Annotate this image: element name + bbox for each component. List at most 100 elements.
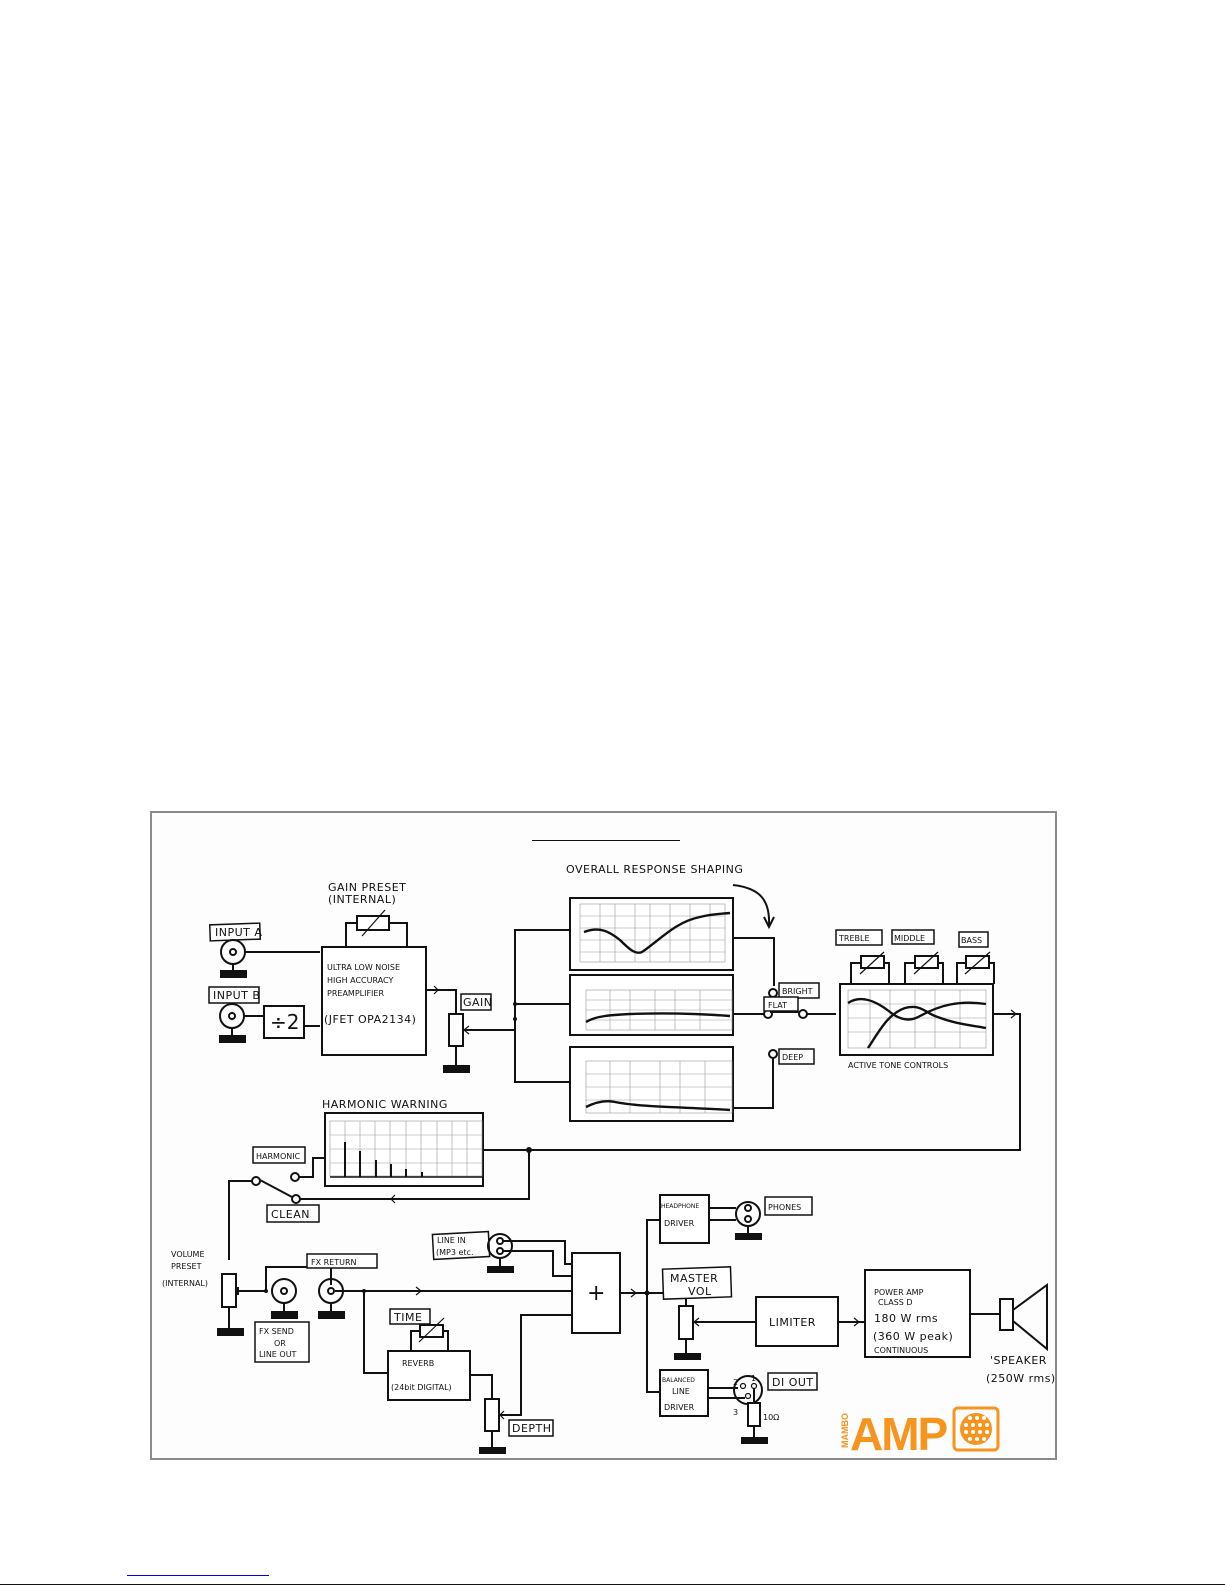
gain-preset-label: GAIN PRESET <box>328 881 406 894</box>
preamp-block: ULTRA LOW NOISE HIGH ACCURACY PREAMPLIFI… <box>321 946 457 1056</box>
deep-label: DEEP <box>782 1053 803 1062</box>
speaker-icon <box>999 1298 1014 1331</box>
ground-icon <box>487 1266 514 1273</box>
speaker-rating-label: (250W rms) <box>986 1372 1056 1385</box>
reverb-section: TIME REVERB (24bit DIGITAL) DEPTH <box>363 1291 572 1454</box>
line-out-label: LINE OUT <box>259 1350 297 1359</box>
ground-icon <box>735 1233 762 1240</box>
bass-pot-icon <box>965 955 990 969</box>
input-a-label: INPUT A <box>215 926 262 939</box>
bass-label: BASS <box>961 936 982 945</box>
preamp-line-2: HIGH ACCURACY <box>327 976 394 985</box>
driver-label: DRIVER <box>664 1403 695 1412</box>
harmonic-warning-label: HARMONIC WARNING <box>322 1098 448 1111</box>
footer-link-underline[interactable] <box>127 1575 269 1576</box>
phones-label: PHONES <box>768 1203 801 1212</box>
arrow-icon <box>732 884 771 926</box>
clean-label: CLEAN <box>271 1208 310 1221</box>
fx-send-or-label: OR <box>274 1339 286 1348</box>
resistor-label: 10Ω <box>763 1413 779 1422</box>
limiter-block: LIMITER <box>755 1296 865 1347</box>
clean-switch: CLEAN <box>228 1176 320 1260</box>
power-amp-block: POWER AMP CLASS D 180 W rms (360 W peak)… <box>864 1269 1000 1358</box>
limiter-label: LIMITER <box>769 1316 816 1329</box>
title-underline <box>532 840 680 841</box>
time-pot-icon <box>419 1324 444 1338</box>
ground-icon <box>479 1447 506 1454</box>
harmonic-label: HARMONIC <box>256 1152 301 1161</box>
headphone-driver-label: DRIVER <box>664 1219 695 1228</box>
resistor-icon <box>747 1402 761 1427</box>
xlr-pin-1: 1 <box>751 1374 756 1383</box>
volume-preset-label: VOLUME <box>171 1250 205 1259</box>
headphone-label: HEADPHONE <box>661 1203 699 1210</box>
harmonic-warning: HARMONIC WARNING HARMONIC <box>252 1098 532 1204</box>
xlr-pin-3: 3 <box>733 1408 738 1417</box>
master-volume: MASTER VOL <box>661 1266 756 1360</box>
mixer-label: + <box>587 1281 605 1306</box>
power-amp-rms-label: 180 W rms <box>874 1312 938 1325</box>
mixer-block: + <box>571 1252 650 1334</box>
preamp-line-4: (JFET OPA2134) <box>324 1013 416 1026</box>
input-b-label: INPUT B <box>213 989 260 1002</box>
ground-icon <box>318 1311 345 1319</box>
ground-icon <box>220 970 247 978</box>
depth-label: DEPTH <box>512 1422 552 1435</box>
ground-icon <box>741 1437 768 1444</box>
volume-preset-label-2: PRESET <box>171 1262 202 1271</box>
gain-pot: GAIN <box>443 993 515 1073</box>
di-out-label: DI OUT <box>772 1376 814 1389</box>
fx-loop: FX SEND OR LINE OUT FX RETURN <box>254 1253 572 1363</box>
response-shaping-title: OVERALL RESPONSE SHAPING <box>566 863 743 876</box>
mambo-amp-logo: MAMBO AMP <box>840 1406 1000 1460</box>
power-amp-label: POWER AMP <box>874 1288 924 1297</box>
preamp-line-1: ULTRA LOW NOISE <box>327 963 400 972</box>
line-label: LINE <box>672 1387 690 1396</box>
master-vol-sub-label: VOL <box>688 1285 712 1298</box>
logo-main-text: AMP <box>850 1408 948 1460</box>
harmonic-spectrum <box>330 1142 482 1178</box>
speaker-label: 'SPEAKER <box>990 1354 1047 1367</box>
headphone-driver: HEADPHONE DRIVER PHONES <box>659 1194 813 1244</box>
line-in-sub-label: (MP3 etc. <box>436 1248 473 1257</box>
tone-controls: TREBLE MIDDLE BASS ACTIVE TONE CONTROLS <box>484 929 1021 1151</box>
ground-icon <box>271 1311 298 1319</box>
reverb-sub-label: (24bit DIGITAL) <box>391 1383 452 1392</box>
line-in-label: LINE IN <box>437 1236 466 1245</box>
input-a-jack: INPUT A <box>208 922 320 978</box>
fx-send-label: FX SEND <box>259 1327 294 1336</box>
ground-icon <box>217 1328 244 1336</box>
volume-preset-label-3: (INTERNAL) <box>162 1279 208 1288</box>
graph-grid <box>580 904 725 962</box>
power-amp-class-label: CLASS D <box>878 1298 913 1307</box>
input-b-jack: INPUT B ÷2 <box>208 986 320 1043</box>
divider-label: ÷2 <box>270 1010 299 1034</box>
ground-icon <box>674 1353 701 1360</box>
time-label: TIME <box>393 1311 422 1324</box>
bright-label: BRIGHT <box>782 987 813 996</box>
di-output: BALANCED LINE DRIVER 2 1 3 DI OUT 10Ω <box>659 1369 818 1444</box>
gain-label: GAIN <box>463 996 493 1009</box>
middle-label: MIDDLE <box>894 934 925 943</box>
bright-response-graph: BRIGHT <box>569 897 820 999</box>
master-vol-label: MASTER <box>670 1272 718 1285</box>
power-amp-continuous-label: CONTINUOUS <box>874 1346 928 1355</box>
volume-preset: VOLUME PRESET (INTERNAL) <box>162 1250 265 1336</box>
speaker: 'SPEAKER (250W rms) <box>986 1283 1056 1385</box>
flat-response-graph: FLAT <box>569 974 836 1036</box>
divider-block <box>263 1005 305 1039</box>
power-amp-peak-label: (360 W peak) <box>873 1330 953 1343</box>
tone-controls-label: ACTIVE TONE CONTROLS <box>848 1061 948 1070</box>
deep-response-graph: DEEP <box>569 1046 815 1122</box>
ground-icon <box>443 1065 470 1073</box>
gain-preset: GAIN PRESET (INTERNAL) <box>328 881 408 947</box>
gain-preset-sub-label: (INTERNAL) <box>328 893 396 906</box>
logo-small-text: MAMBO <box>840 1413 850 1448</box>
balanced-label: BALANCED <box>662 1377 695 1384</box>
reverb-label: REVERB <box>402 1359 434 1368</box>
xlr-pin-2: 2 <box>733 1378 738 1387</box>
preamp-line-3: PREAMPLIFIER <box>327 989 384 998</box>
flat-label: FLAT <box>768 1001 787 1010</box>
fx-return-label: FX RETURN <box>311 1258 357 1267</box>
